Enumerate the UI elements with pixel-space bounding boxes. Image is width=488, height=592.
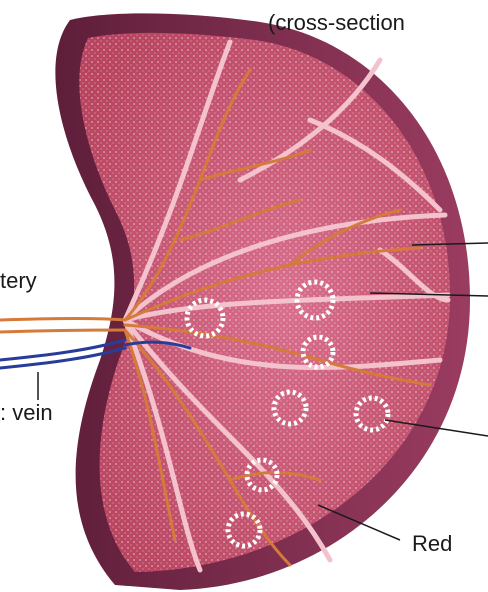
label-vein: : vein <box>0 402 53 424</box>
label-artery: tery <box>0 270 37 292</box>
label-red-pulp: Red <box>412 533 452 555</box>
label-top-caption: (cross-section <box>268 12 405 34</box>
